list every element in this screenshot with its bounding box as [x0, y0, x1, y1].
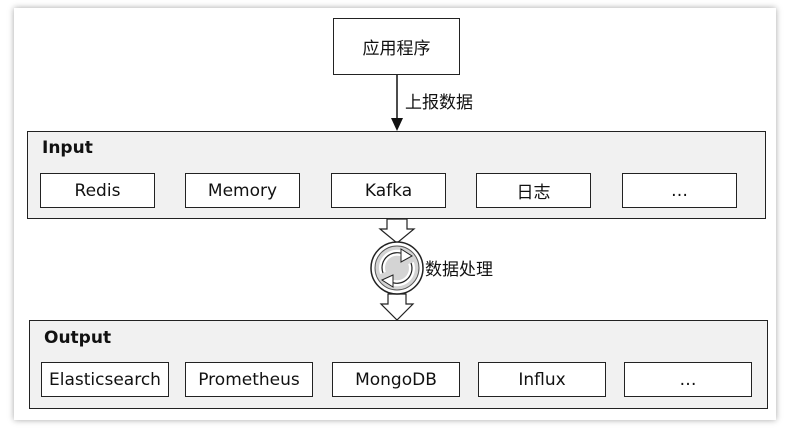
flow-arrow-top	[378, 218, 416, 244]
output-panel: Output Elasticsearch Prometheus MongoDB …	[29, 320, 768, 409]
application-node: 应用程序	[333, 18, 460, 75]
flow-arrow-bottom	[379, 293, 415, 321]
recycle-icon	[370, 241, 424, 295]
input-panel: Input Redis Memory Kafka 日志 …	[27, 131, 766, 219]
output-item-prometheus: Prometheus	[185, 362, 313, 397]
output-title: Output	[44, 328, 112, 348]
data-processing-label: 数据处理	[425, 260, 493, 280]
output-item-influx: Influx	[478, 362, 606, 397]
input-item-more: …	[622, 173, 737, 208]
input-item-memory: Memory	[185, 173, 300, 208]
output-item-mongodb: MongoDB	[332, 362, 460, 397]
input-item-redis: Redis	[40, 173, 155, 208]
input-item-log: 日志	[476, 173, 591, 208]
input-title: Input	[42, 138, 93, 158]
application-label: 应用程序	[362, 39, 431, 59]
report-arrow-head	[391, 118, 403, 131]
output-item-elasticsearch: Elasticsearch	[41, 362, 169, 397]
output-item-more: …	[624, 362, 752, 397]
report-data-label: 上报数据	[405, 93, 473, 113]
input-item-kafka: Kafka	[331, 173, 446, 208]
